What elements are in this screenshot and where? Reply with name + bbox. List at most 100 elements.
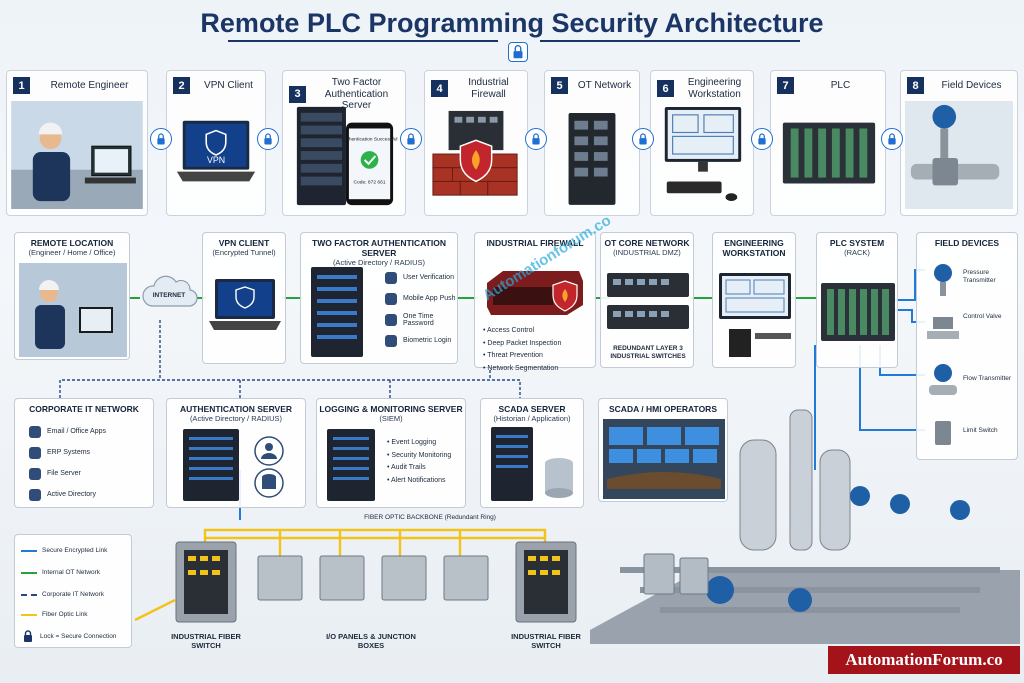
list-item: User Verification [385,267,457,288]
secure-link-lock-icon [400,128,422,150]
secure-link-lock-icon [632,128,654,150]
step-label: Field Devices [941,79,1002,91]
remote-engineer-illustration [19,263,127,357]
list-item: Network Segmentation [483,363,561,376]
box-subtitle: (Engineer / Home / Office) [28,248,116,258]
legend-item: Internal OT Network [21,569,100,576]
transmitter-illustration [905,101,1013,209]
box-subtitle: (Active Directory / RADIUS) [189,414,283,424]
step-two-factor-server[interactable]: 3 Two Factor Authentication Server Authen… [282,70,406,216]
directory-icon [29,488,41,501]
mobile-icon [385,292,397,305]
plc-illustration [775,101,881,209]
scada-server-icon [491,427,573,501]
step-ot-network[interactable]: 5 OT Network [544,70,640,216]
legend: Secure Encrypted Link Internal OT Networ… [14,534,132,648]
box-subtitle: (INDUSTRIAL DMZ) [613,248,681,258]
industrial-firewall-box[interactable]: INDUSTRIAL FIREWALL Access Control Deep … [474,232,596,372]
file-server-icon [29,467,41,480]
secure-link-lock-icon [751,128,773,150]
box-title: VPN CLIENT [218,238,270,248]
process-plant-illustration [590,409,1020,644]
logging-monitoring-box[interactable]: LOGGING & MONITORING SERVER (SIEM) Event… [316,398,466,508]
workstation-illustration [655,101,749,209]
control-valve-label: Control Valve [963,313,1002,320]
corporate-it-list: Email / Office Apps ERP Systems File Ser… [29,421,106,505]
title-rule-left [228,40,498,42]
box-title: ENGINEERING WORKSTATION [722,238,786,259]
box-subtitle: (Historian / Application) [493,414,571,424]
box-title: AUTHENTICATION SERVER [179,404,293,414]
engineer-illustration [11,101,143,209]
control-room-illustration [603,419,725,499]
step-field-devices[interactable]: 8 Field Devices [900,70,1018,216]
list-item: File Server [29,463,106,484]
box-subtitle: (Encrypted Tunnel) [212,248,276,258]
right-fiber-switch-label: INDUSTRIAL FIBER SWITCH [511,632,581,651]
limit-switch-label: Limit Switch [963,427,998,434]
field-devices-box[interactable]: FIELD DEVICES Pressure Transmitter Contr… [916,232,1018,460]
legend-item: Fiber Optic Link [21,611,88,618]
flow-transmitter-label: Flow Transmitter [963,375,1012,382]
step-number: 4 [431,80,448,97]
step-number: 1 [13,77,30,94]
ot-core-network-box[interactable]: OT CORE NETWORK (INDUSTRIAL DMZ) REDUNDA… [600,232,694,368]
switches-caption: REDUNDANT LAYER 3 INDUSTRIAL SWITCHES [610,345,686,361]
vpn-laptop-illustration: VPN [171,101,261,209]
fiber-switches-illustration [175,541,577,623]
fiber-backbone-label: FIBER OPTIC BACKBONE (Redundant Ring) [364,514,496,521]
firewall-features-list: Access Control Deep Packet Inspection Th… [483,325,561,375]
scada-hmi-operators-box[interactable]: SCADA / HMI OPERATORS [598,398,728,502]
auth-methods-list: User Verification Mobile App Push One Ti… [385,267,457,351]
box-subtitle: (RACK) [844,248,870,258]
field-instruments-icons [927,264,959,445]
legend-item: Secure Encrypted Link [21,547,107,554]
scada-server-box[interactable]: SCADA SERVER (Historian / Application) [480,398,584,508]
internet-label: INTERNET [152,292,186,299]
secure-link-lock-icon [257,128,279,150]
secure-link-lock-icon [150,128,172,150]
pressure-transmitter-label: Pressure Transmitter [963,269,996,284]
box-title: SCADA SERVER [498,404,566,414]
list-item: Security Monitoring [387,450,451,463]
step-label: Industrial Firewall [468,77,509,100]
secure-link-lock-icon [525,128,547,150]
step-label: OT Network [577,79,632,91]
list-item: ERP Systems [29,442,106,463]
legend-item: Corporate IT Network [21,591,104,598]
authentication-server-box[interactable]: AUTHENTICATION SERVER (Active Directory … [166,398,306,508]
step-number: 3 [289,85,306,103]
list-item: Threat Prevention [483,350,561,363]
auth-server-icon [183,429,284,501]
list-item: Email / Office Apps [29,421,106,442]
plc-rack-icon [821,283,895,341]
vpn-client-box[interactable]: VPN CLIENT (Encrypted Tunnel) [202,232,286,364]
step-number: 2 [173,77,190,94]
list-item: Active Directory [29,484,106,505]
plc-system-box[interactable]: PLC SYSTEM (RACK) [816,232,898,368]
title-rule-right [540,40,800,42]
auth-success-text: Authentication Successful [342,136,398,142]
corporate-it-network-box[interactable]: CORPORATE IT NETWORK Email / Office Apps… [14,398,154,508]
step-label: Two Factor Authentication Server [324,77,389,111]
io-panels-label: I/O PANELS & JUNCTION BOXES [326,632,416,651]
auth-server-rack-icon [311,267,363,357]
step-number: 5 [551,77,568,94]
list-item: Biometric Login [385,330,457,351]
brand-logo[interactable]: AutomationForum.co [828,646,1020,674]
lock-icon [508,42,528,62]
box-title: SCADA / HMI OPERATORS [609,404,717,414]
step-label: Engineering Workstation [687,77,742,100]
internet-cloud-icon [138,272,198,312]
engineering-workstation-box[interactable]: ENGINEERING WORKSTATION [712,232,796,368]
box-title: TWO FACTOR AUTHENTICATION SERVER [312,238,446,259]
two-factor-auth-box[interactable]: TWO FACTOR AUTHENTICATION SERVER (Active… [300,232,458,364]
list-item: Audit Trails [387,462,451,475]
remote-location-box[interactable]: REMOTE LOCATION (Engineer / Home / Offic… [14,232,130,360]
step-number: 8 [907,77,924,94]
box-title: LOGGING & MONITORING SERVER [319,404,463,414]
